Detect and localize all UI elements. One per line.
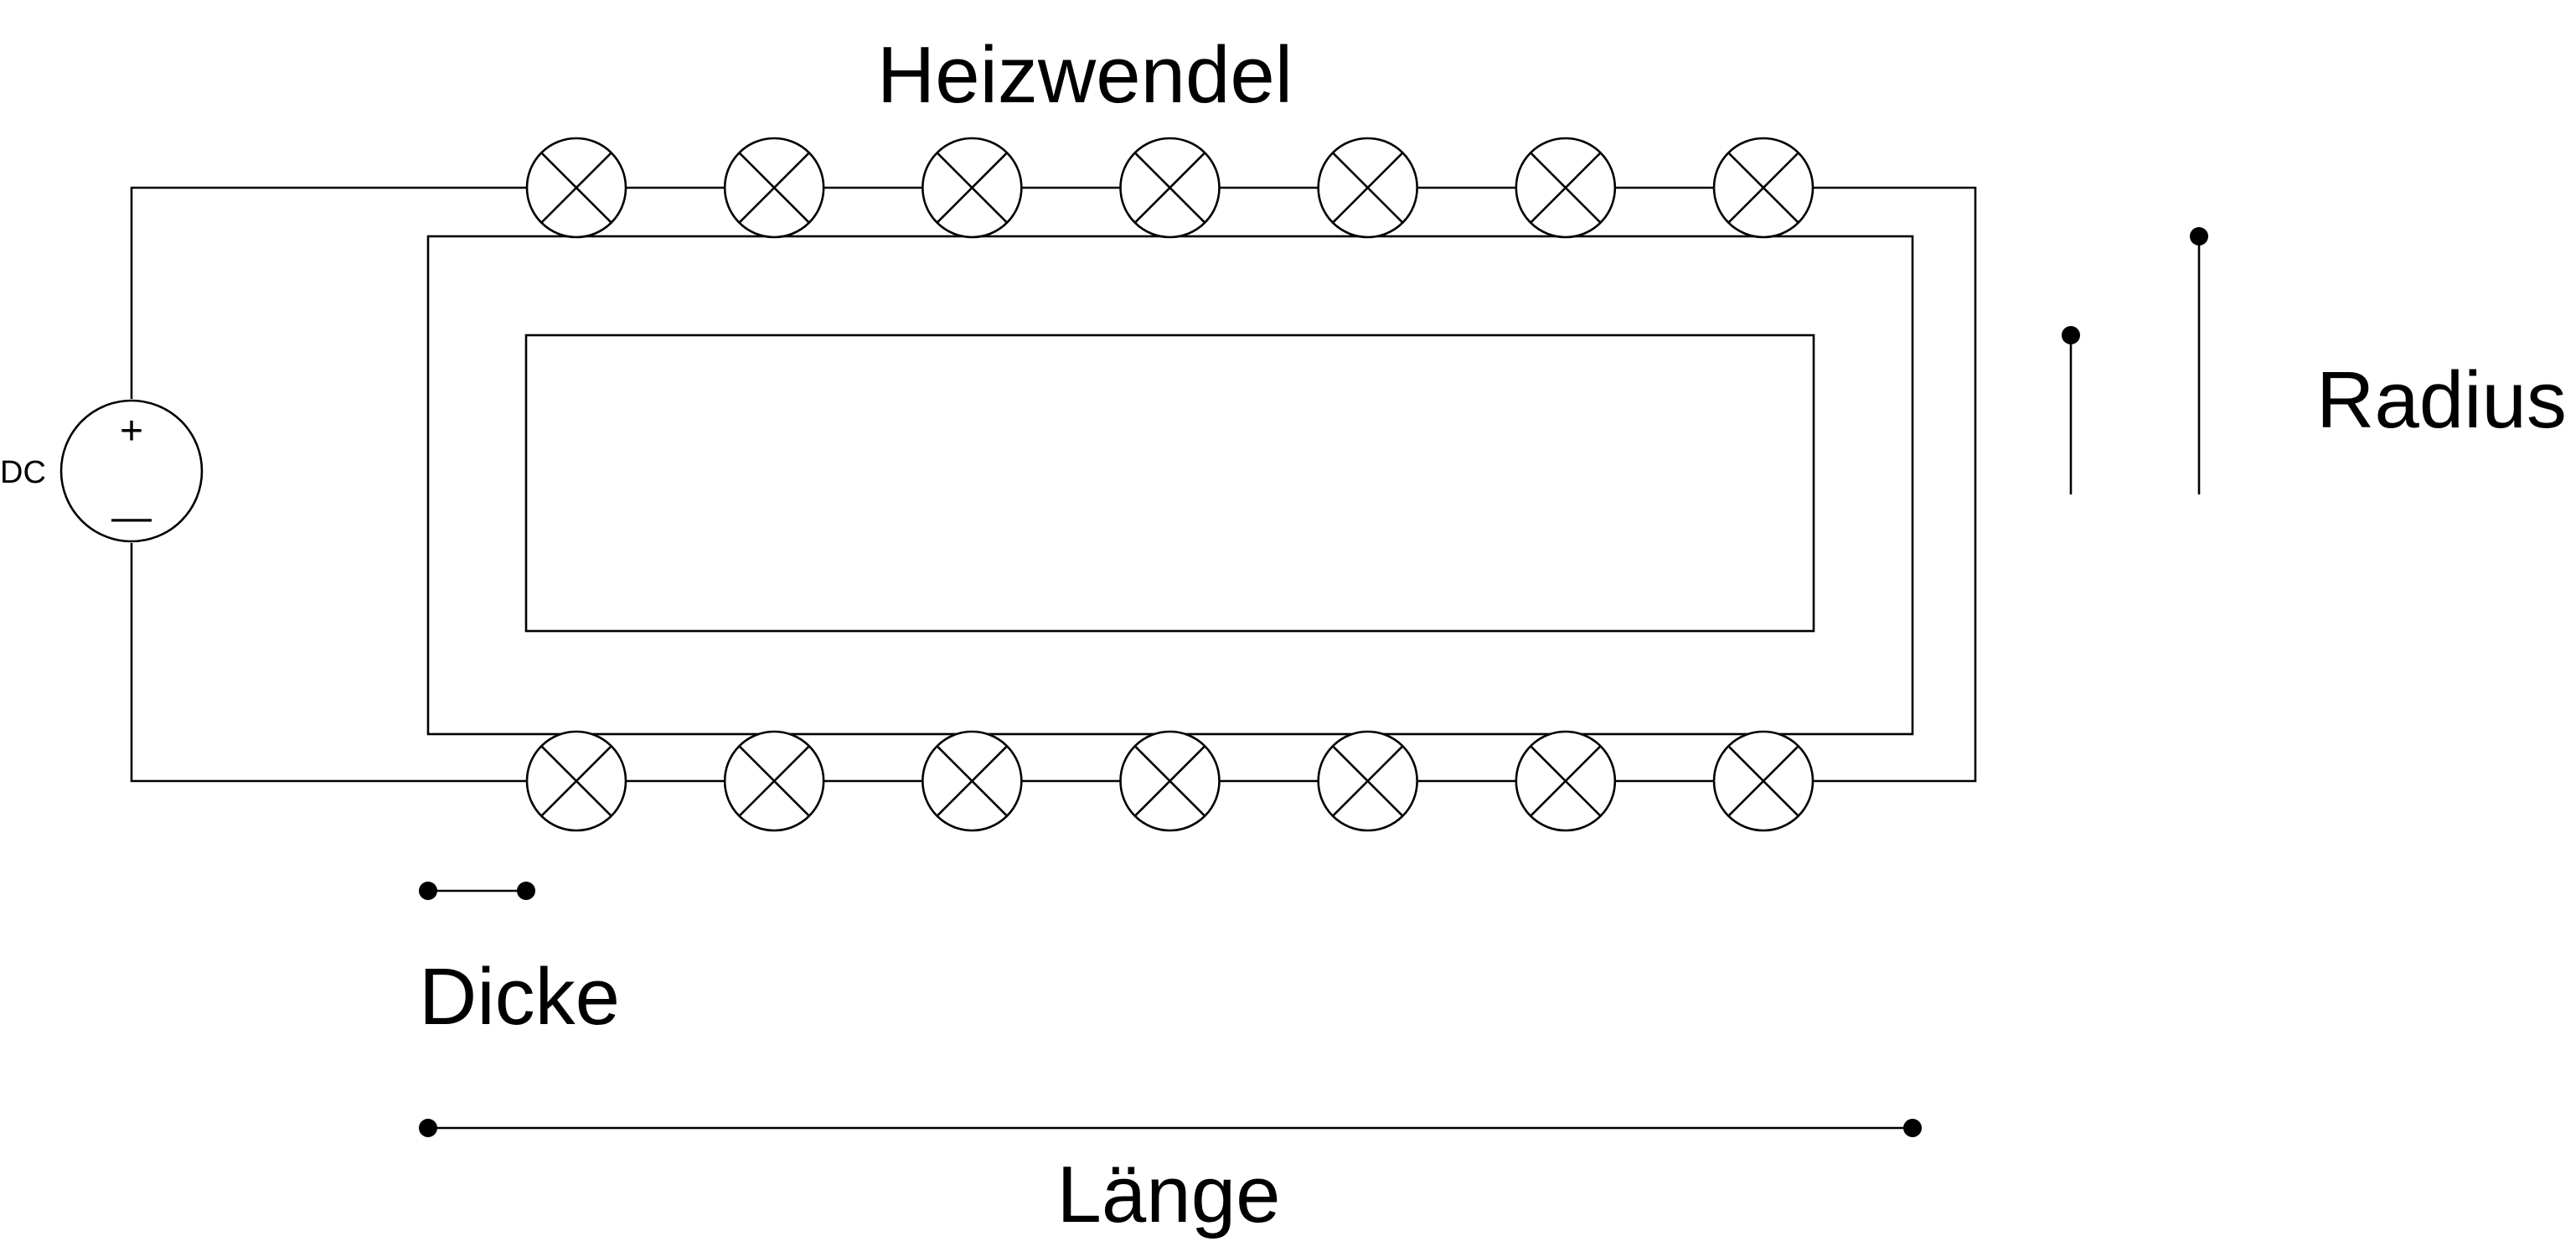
lamp-cross-line-2: [1332, 745, 1404, 817]
radius-dot-outer: [2190, 227, 2208, 246]
lamp-cross-line-2: [1530, 745, 1602, 817]
wire-bottom-left: [130, 543, 528, 783]
wire-top-left: [130, 186, 528, 399]
lamp-cross-line-2: [1133, 152, 1206, 224]
lamp-cross-line-2: [1727, 152, 1799, 224]
dc-label: DC: [0, 455, 46, 490]
coil-lamp-bottom-4: [1119, 730, 1221, 832]
tube-outer-outline: [426, 235, 1914, 736]
heating-coil-label: Heizwendel: [877, 30, 1293, 120]
lamp-cross-line-2: [1332, 152, 1404, 224]
minus-sign: —: [111, 495, 152, 540]
thickness-dot-left: [419, 882, 437, 900]
lamp-cross-line-2: [936, 745, 1008, 817]
lamp-cross-line-2: [936, 152, 1008, 224]
coil-lamp-top-7: [1712, 137, 1815, 239]
length-marker: [419, 1119, 1922, 1137]
thickness-label: Dicke: [419, 952, 620, 1042]
coil-lamp-bottom-6: [1515, 730, 1617, 832]
lamp-cross-line-2: [540, 152, 612, 224]
radius-dot-inner: [2062, 326, 2080, 344]
lamp-cross-line-2: [1133, 745, 1206, 817]
coil-lamp-bottom-1: [525, 730, 627, 832]
plus-sign: +: [120, 409, 143, 453]
coil-lamp-top-5: [1317, 137, 1418, 239]
coil-lamp-bottom-3: [921, 730, 1023, 832]
thickness-dot-right: [517, 882, 535, 900]
coil-lamp-top-3: [921, 137, 1023, 239]
tube-inner-outline: [524, 334, 1815, 633]
lamp-cross-line-2: [1727, 745, 1799, 817]
coil-row-bottom: [525, 730, 1815, 832]
dc-source: + — DC: [0, 399, 204, 543]
coil-lamp-bottom-7: [1712, 730, 1815, 832]
thickness-marker: [419, 882, 535, 900]
coil-lamp-bottom-5: [1317, 730, 1418, 832]
length-dot-left: [419, 1119, 437, 1137]
coil-lamp-bottom-2: [723, 730, 825, 832]
lamp-cross-line-2: [1530, 152, 1602, 224]
radius-marker: [2062, 227, 2208, 494]
wire-right-return: [1814, 186, 1977, 783]
lamp-cross-line-2: [540, 745, 612, 817]
length-label: Länge: [1057, 1150, 1281, 1239]
coil-lamp-top-1: [525, 137, 627, 239]
coil-row-top: [525, 137, 1815, 239]
circuit-wiring: [130, 186, 1977, 783]
coil-lamp-top-4: [1119, 137, 1221, 239]
length-dot-right: [1903, 1119, 1922, 1137]
radius-label: Radius: [2316, 355, 2567, 445]
coil-lamp-top-6: [1515, 137, 1617, 239]
dc-source-circle: [59, 399, 204, 543]
lamp-cross-line-2: [738, 152, 810, 224]
lamp-cross-line-2: [738, 745, 810, 817]
coil-lamp-top-2: [723, 137, 825, 239]
